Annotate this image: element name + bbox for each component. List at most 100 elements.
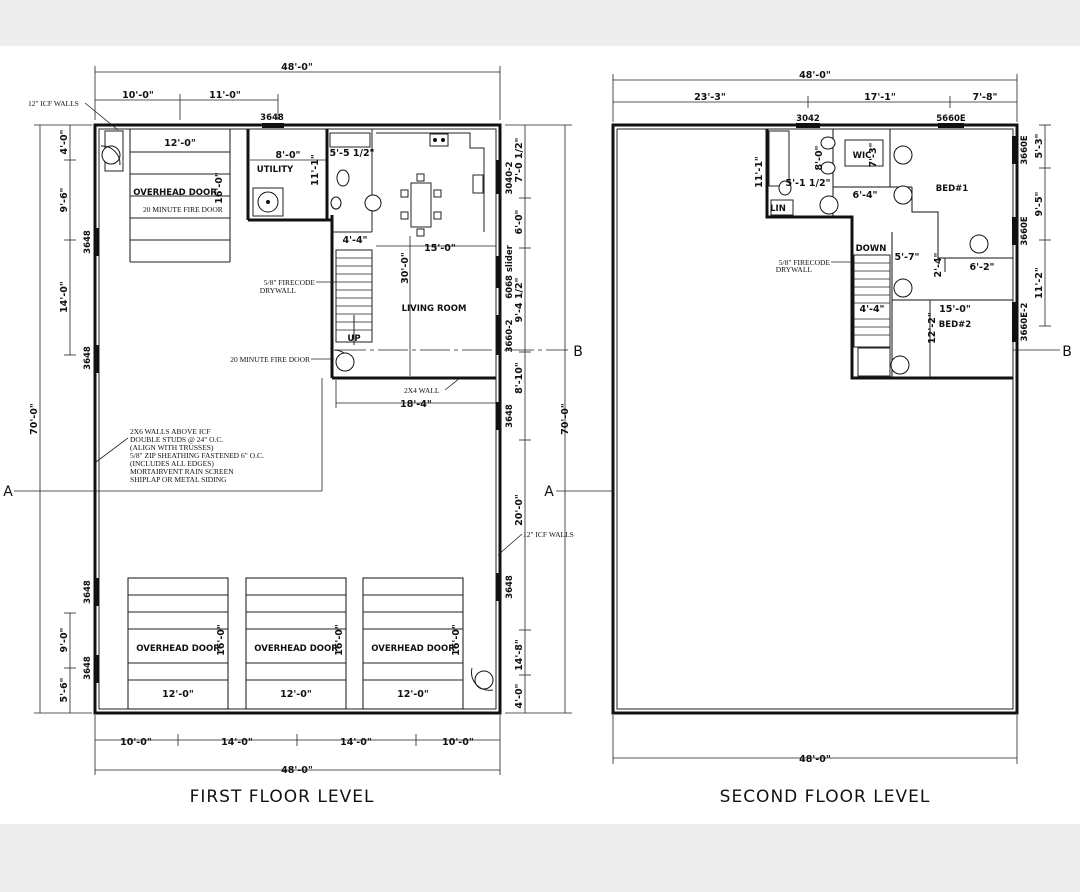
first-stair: UP LIVING ROOM: [335, 249, 467, 345]
kitchen-counter: [376, 132, 485, 232]
first-windows-left: 3648 3648 3648 3648 3648: [83, 113, 284, 683]
first-bottom-dim-4: 10'-0": [442, 737, 474, 748]
first-right-dim-6: 14'-8": [514, 639, 525, 671]
floor-plan-drawing: 48'-0" 10'-0" 11'-0" 10'-0" 14'-0" 14'-0…: [3, 62, 1072, 807]
second-floor-inner-wall-line: [616, 128, 1014, 710]
first-top-dim-2: 11'-0": [209, 90, 241, 101]
second-overall-width-bottom: 48'-0": [799, 754, 831, 765]
closet-width-dim: 6'-2": [969, 262, 994, 273]
garage-door-bottom-3-width: 12'-0": [397, 689, 429, 700]
living-room-label: LIVING ROOM: [402, 304, 467, 314]
window-top-label: 3648: [260, 113, 284, 123]
window-left-1: [94, 228, 99, 256]
second-window-top-2: [938, 123, 964, 128]
bed1-closet-door-icon: [969, 234, 989, 254]
second-section-b-label: B: [1062, 344, 1072, 360]
living-width-dim: 18'-4": [400, 399, 432, 410]
second-right-dim-2: 9'-5": [1034, 191, 1045, 216]
first-bath: 5'-5 1/2": [329, 132, 382, 212]
first-right-dim-5: 20'-0": [514, 494, 525, 526]
second-bath-fixtures: [778, 136, 989, 375]
first-right-dimensions: 70'-0" 7'-0 1/2" 6'-0" 9'-4 1/2" 8'-10" …: [505, 124, 572, 714]
window-right-label-2: 6068 slider: [505, 244, 515, 298]
second-bath-width: 5'-1 1/2": [785, 178, 830, 189]
first-stair-up: UP: [347, 334, 360, 344]
firecode-note-2: DRYWALL: [260, 286, 297, 295]
wall-spec-line-6: MORTAIRVENT RAIN SCREEN: [130, 467, 234, 476]
garage-doors-bottom: OVERHEAD DOOR 16'-0" 12'-0" OVERHEAD DOO…: [127, 577, 464, 710]
second-sink-2-icon: [820, 161, 836, 175]
second-vanity-dim: 8'-0": [814, 145, 825, 170]
second-right-dim-3: 11'-2": [1034, 267, 1045, 299]
second-window-right-label-3: 3660E-2: [1020, 302, 1030, 341]
utility-depth: 11'-1": [310, 154, 321, 186]
second-window-right-3: [1012, 302, 1017, 342]
garage-side-door-icon: [474, 670, 494, 690]
wall-spec-line-7: SHIPLAP OR METAL SIDING: [130, 475, 227, 484]
bed2-label: BED#2: [939, 320, 971, 330]
second-section-lines: A B: [544, 344, 1072, 500]
window-right-1: [496, 160, 501, 194]
wall-spec-line-2: DOUBLE STUDS @ 24" O.C.: [130, 435, 223, 444]
first-bottom-dim-1: 10'-0": [120, 737, 152, 748]
first-section-lines: A B: [3, 344, 583, 500]
fire-door-icon: [335, 352, 355, 372]
first-living-door: 20 MINUTE FIRE DOOR 2X4 WALL 18'-4": [230, 349, 496, 410]
icf-walls-note-top: 12" ICF WALLS: [28, 99, 79, 108]
lin-label: LIN: [770, 204, 786, 214]
second-top-dim-2: 17'-1": [864, 92, 896, 103]
second-bath-door-icon: [819, 195, 839, 215]
second-floor-plan: 48'-0" 23'-3" 17'-1" 7'-8" 48'-0" 5'-3" …: [544, 70, 1072, 807]
utility-width: 8'-0": [275, 150, 300, 161]
second-window-top-label-2: 5660E: [936, 114, 966, 124]
first-right-dim-7: 4'-0": [514, 683, 525, 708]
garage-door-top-label: OVERHEAD DOOR: [133, 188, 217, 198]
first-top-dim-1: 10'-0": [122, 90, 154, 101]
garage-door-top: 12'-0" OVERHEAD DOOR 16'-0" 20 MINUTE FI…: [129, 129, 231, 263]
window-right-2: [496, 256, 501, 288]
first-right-dim-4: 8'-10": [514, 362, 525, 394]
first-sink-icon: [330, 196, 342, 210]
first-bath-width: 5'-5 1/2": [329, 148, 374, 159]
first-floor-title: FIRST FLOOR LEVEL: [190, 787, 375, 807]
kitchen-sink-icon: [472, 174, 484, 194]
first-bottom-dimensions: 10'-0" 14'-0" 14'-0" 10'-0" 48'-0": [94, 715, 501, 776]
wall-2x4-note: 2X4 WALL: [404, 386, 440, 395]
landing-dim: 5'-7": [894, 252, 919, 263]
second-floor-title: SECOND FLOOR LEVEL: [720, 787, 931, 807]
garage-door-bottom-3-label: OVERHEAD DOOR: [371, 644, 455, 654]
second-window-right-2: [1012, 217, 1017, 245]
second-floor-exterior-wall: [611, 123, 1019, 715]
second-right-dimensions: 5'-3" 9'-5" 11'-2": [1034, 124, 1051, 327]
first-left-dimensions: 70'-0" 4'-0" 9'-6" 14'-0" 9'-0" 5'-6": [29, 124, 92, 714]
first-left-dim-2: 9'-6": [59, 187, 70, 212]
first-left-dim-3: 14'-0": [59, 281, 70, 313]
garage-entry-door-icon: [101, 145, 121, 165]
garage-door-bottom-2: OVERHEAD DOOR 16'-0" 12'-0": [245, 577, 347, 710]
first-overall-depth-left: 70'-0": [29, 403, 40, 435]
second-bottom-dimensions: 48'-0": [612, 715, 1018, 765]
window-right-3: [496, 315, 501, 355]
first-hall-dim: 4'-4": [342, 235, 367, 246]
living-depth-dim: 30'-0": [400, 252, 411, 284]
stove-icon: [429, 133, 449, 147]
window-left-2: [94, 345, 99, 373]
second-top-dimensions: 48'-0" 23'-3" 17'-1" 7'-8": [612, 70, 1018, 122]
first-bottom-dim-2: 14'-0": [221, 737, 253, 748]
first-overall-depth-right: 70'-0": [560, 403, 571, 435]
bed1-label: BED#1: [936, 184, 968, 194]
first-overall-width-bottom: 48'-0": [281, 765, 313, 776]
window-left-label-3: 3648: [83, 580, 93, 604]
second-right-dim-1: 5'-3": [1034, 133, 1045, 158]
second-firecode-note-2: DRYWALL: [776, 265, 813, 274]
down-label: DOWN: [856, 244, 887, 254]
second-window-right-1: [1012, 136, 1017, 164]
second-firecode-note-1: 5/8" FIRECODE: [779, 258, 831, 267]
second-toilet-icon: [778, 180, 792, 196]
wall-spec-line-5: (INCLUDES ALL EDGES): [130, 459, 214, 468]
first-left-dim-1: 4'-0": [59, 129, 70, 154]
second-sink-1-icon: [820, 136, 836, 150]
fire-door-note-1: 20 MINUTE FIRE DOOR: [143, 205, 223, 214]
bed2-door-icon: [890, 355, 910, 375]
first-top-dimensions: 48'-0" 10'-0" 11'-0": [94, 62, 501, 120]
